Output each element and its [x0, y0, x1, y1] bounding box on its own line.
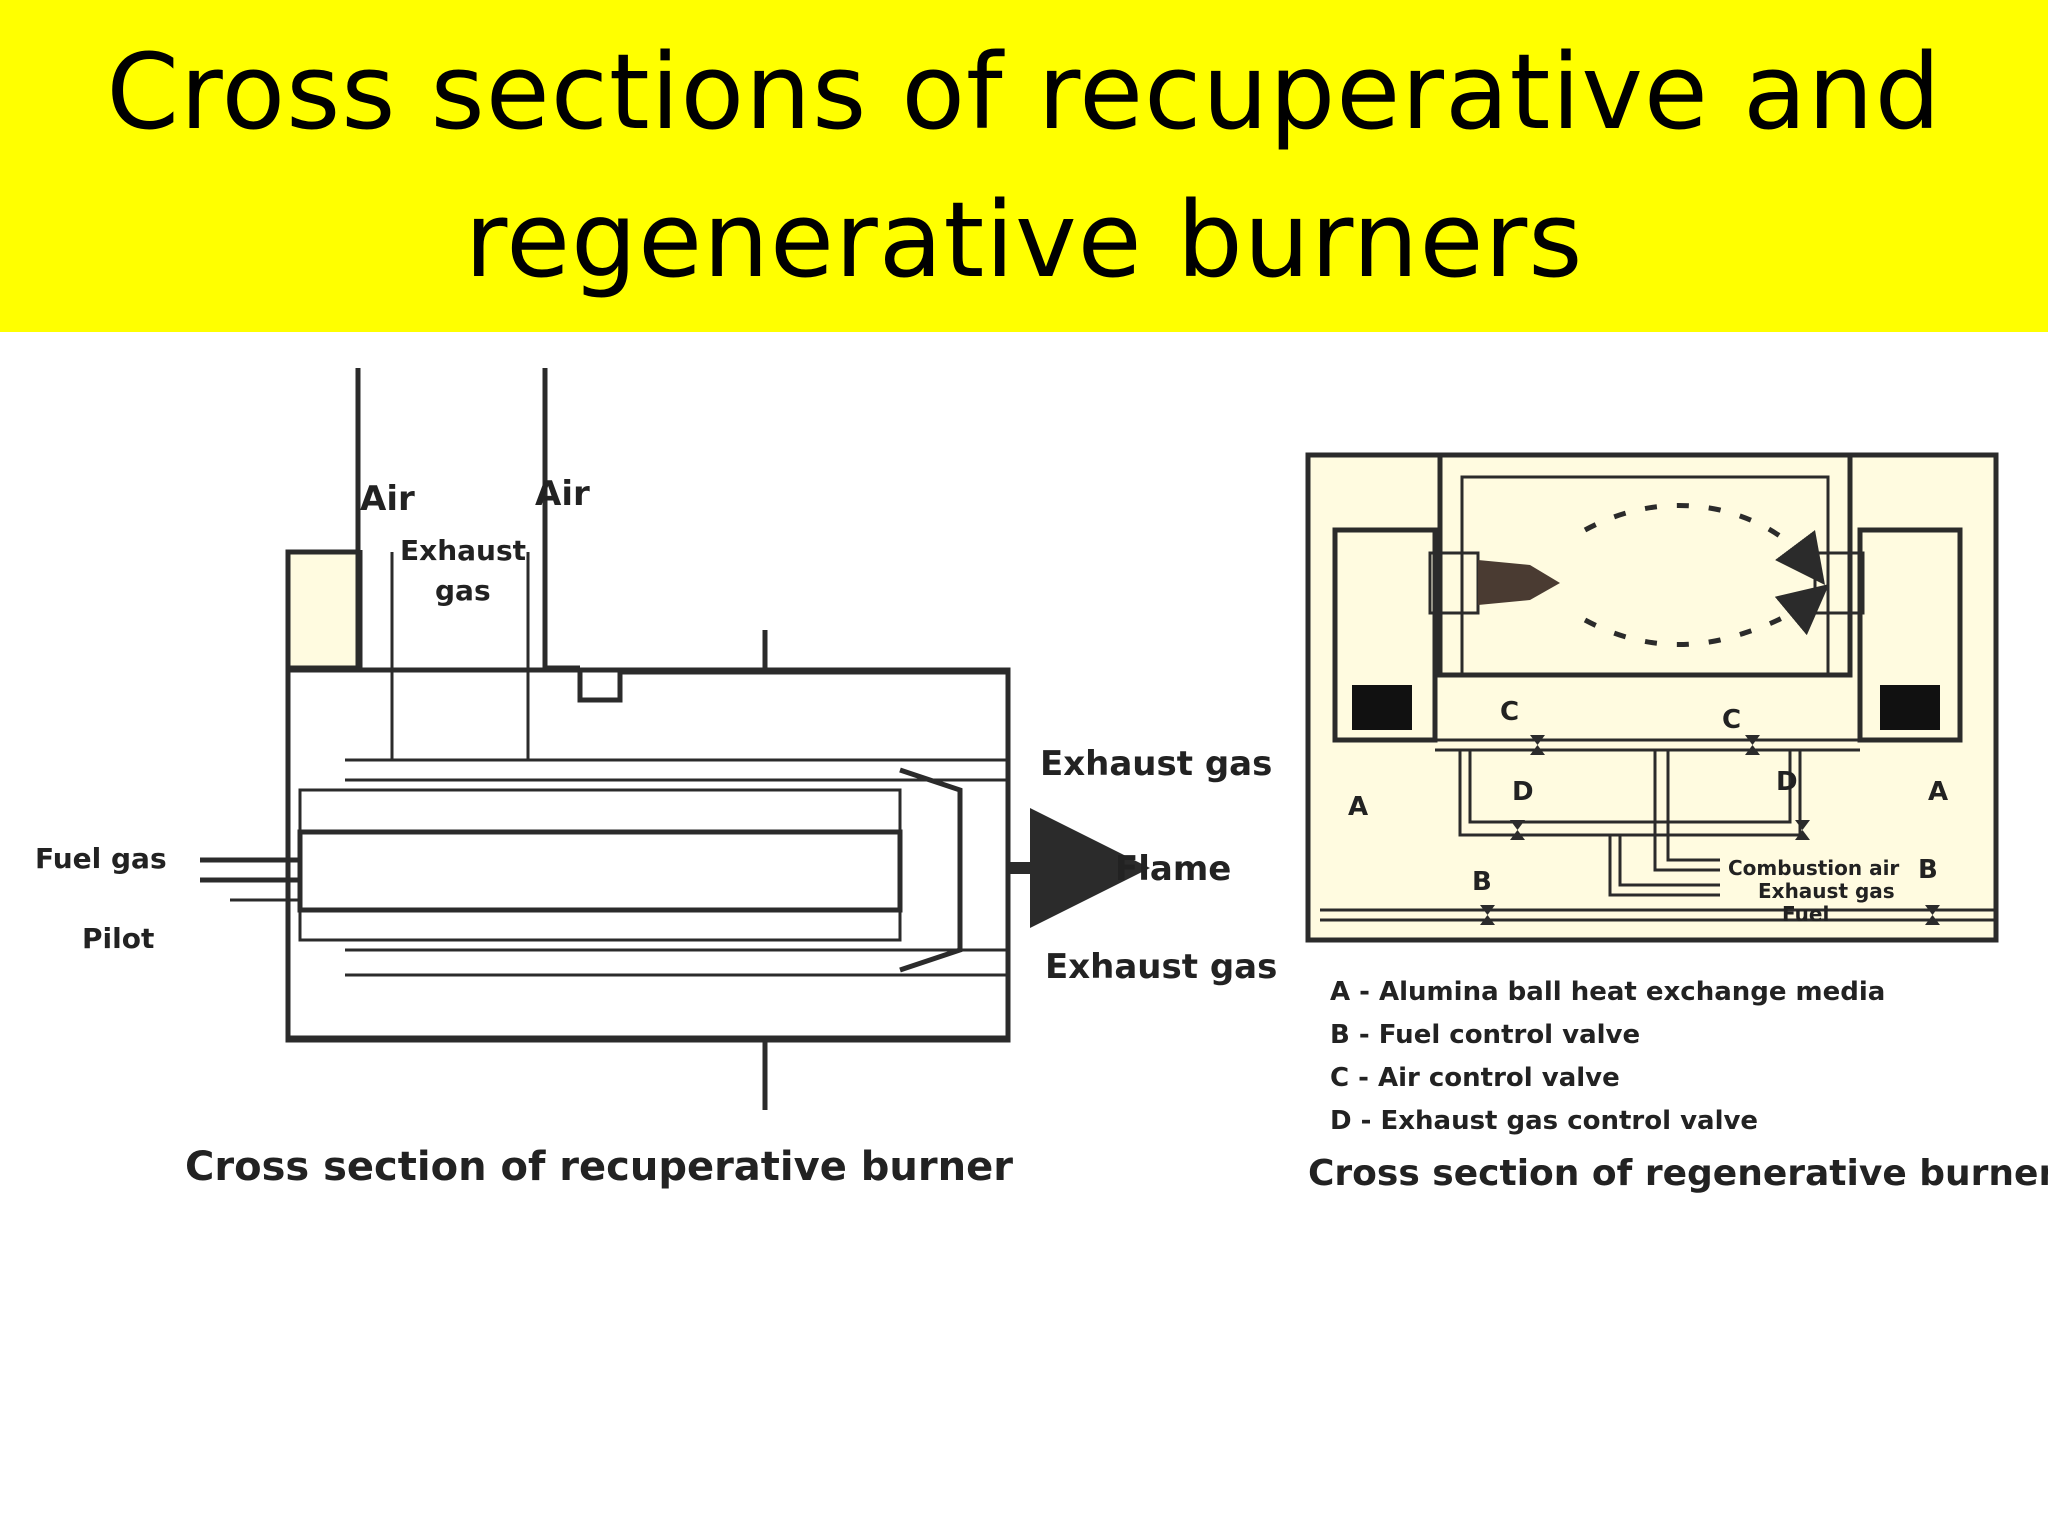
fuel-piping: [1320, 908, 1996, 922]
valve-b-left: [1480, 905, 1495, 925]
label-d-left: D: [1512, 777, 1534, 807]
fuel-tube: [297, 829, 903, 913]
legend-item-c: C - Air control valve: [1330, 1063, 1620, 1093]
label-exhaust-gas-upper: Exhaust gas: [1040, 744, 1272, 784]
valve-c-right: [1745, 735, 1760, 755]
label-air-left: Air: [360, 479, 415, 519]
label-c-right: C: [1722, 705, 1741, 735]
slide-title-line-1: Cross sections of recuperative and: [106, 31, 1942, 153]
alumina-media-left: [1352, 685, 1412, 730]
caption-regenerative: Cross section of regenerative burner: [1308, 1153, 2048, 1194]
valve-c-left: [1530, 735, 1545, 755]
valve-b-right: [1925, 905, 1940, 925]
label-b-left: B: [1472, 867, 1492, 897]
label-air-right: Air: [535, 474, 590, 514]
legend-item-d: D - Exhaust gas control valve: [1330, 1106, 1758, 1136]
caption-recuperative: Cross section of recuperative burner: [185, 1144, 1013, 1190]
inner-annulus: [298, 788, 902, 942]
alumina-media-right: [1880, 685, 1940, 730]
exhaust-channel-lower: [345, 948, 1008, 977]
label-a-right: A: [1928, 777, 1948, 807]
label-c-left: C: [1500, 697, 1519, 727]
label-exhaust-gas-lower: Exhaust gas: [1045, 947, 1277, 987]
exhaust-stack: [390, 552, 530, 760]
label-exhaust-top-2: gas: [435, 574, 491, 607]
legend-item-a: A - Alumina ball heat exchange media: [1330, 977, 1885, 1007]
burner-body-outline: [285, 549, 361, 671]
label-b-right: B: [1918, 855, 1938, 885]
legend-item-b: B - Fuel control valve: [1330, 1020, 1640, 1050]
label-fuel-gas: Fuel gas: [35, 842, 167, 875]
exhaust-channel-upper: [345, 758, 1008, 782]
label-combustion-air: Combustion air: [1728, 856, 1899, 880]
label-flame: Flame: [1115, 849, 1231, 889]
regenerative-burner-diagram: A A B B C C D D Combustion air Exhaust g…: [1305, 452, 2048, 1194]
label-pilot: Pilot: [82, 922, 154, 955]
furnace-chamber-inner: [1460, 475, 1830, 677]
title-banner: Cross sections of recuperative and regen…: [0, 0, 2048, 332]
regenerator-right: [1857, 527, 1963, 743]
flame-shape: [1478, 560, 1560, 605]
slide-title-line-2: regenerative burners: [464, 179, 1584, 301]
flow-arrows-lower: [1583, 584, 1830, 647]
exhaust-piping: [1458, 750, 1802, 837]
valve-d-left: [1510, 820, 1525, 840]
label-exhaust-gas-regen: Exhaust gas: [1758, 879, 1895, 903]
fuel-gas-inlet: [200, 857, 300, 883]
exhaust-outlet: [1608, 835, 1720, 897]
label-a-left: A: [1348, 792, 1368, 822]
recuperative-burner-diagram: Air Air Exhaust gas Exhaust gas Flame Ex…: [35, 368, 1277, 1190]
label-exhaust-top-1: Exhaust: [400, 534, 526, 567]
label-d-right: D: [1776, 767, 1798, 797]
burner-casing: [285, 667, 1011, 1041]
combustion-manifold: [1653, 750, 1720, 872]
flow-arrows-upper: [1583, 503, 1826, 585]
regenerator-left: [1332, 527, 1438, 743]
burner-nozzle: [899, 767, 963, 973]
label-fuel: Fuel: [1782, 902, 1829, 926]
valve-d-right: [1795, 820, 1810, 840]
